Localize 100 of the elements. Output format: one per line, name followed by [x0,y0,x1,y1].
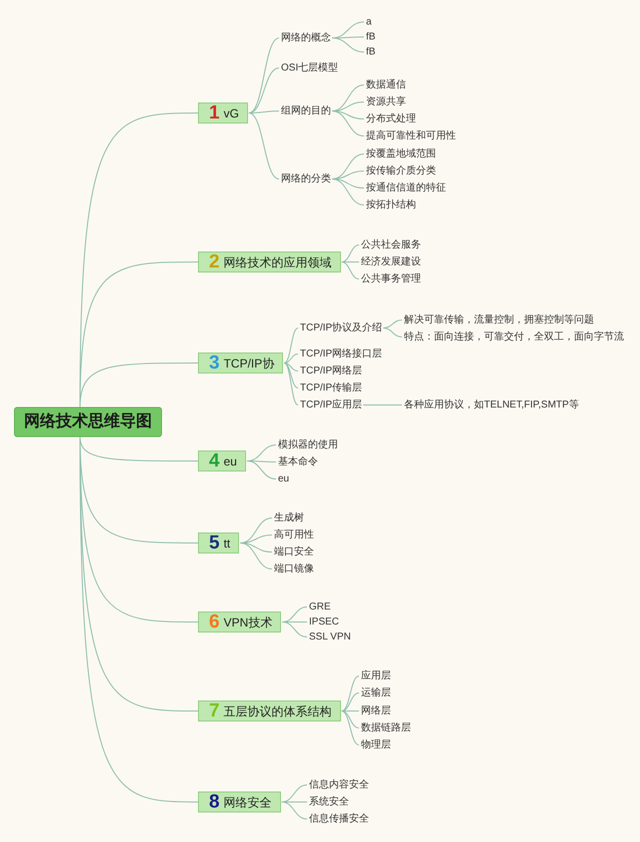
connector-line [341,710,360,712]
subtopic-text: 按拓扑结构 [366,198,416,212]
connector-line [248,110,280,114]
topic-box [198,700,341,722]
subtopic-text: fB [366,46,376,58]
subtopic-text: 运输层 [361,686,391,700]
topic-number: 2 [209,252,220,272]
connector-line [240,542,272,570]
connector-line [284,354,298,364]
subtopic-text: 基本命令 [278,456,318,468]
subtopic-text: 网络的概念 [281,32,331,44]
subtopic-text: 资源共享 [366,96,406,108]
topic-number: 3 [209,354,220,372]
connector-line [341,262,360,280]
topic-label: 五层协议的体系结构 [224,703,332,720]
subtopic-text: eu [278,472,290,486]
subtopic-text: 模拟器的使用 [278,438,338,452]
subtopic-text: a [366,16,372,28]
connector-line [341,244,360,262]
topic-number: 6 [209,612,220,632]
connector-line [332,110,364,120]
connector-line [248,68,280,114]
subtopic-text: 按覆盖地域范围 [366,148,436,160]
connector-line [284,362,298,372]
connector-line [246,460,276,480]
subtopic-text: SSL VPN [309,630,351,644]
topic-box [198,252,341,272]
connector-line [281,802,308,820]
subtopic-text: GRE [309,600,331,614]
subtopic-text: 系统安全 [309,796,349,808]
subtopic-text: 生成树 [274,512,304,524]
topic-label: VPN技术 [224,614,272,631]
subtopic-text: fB [366,30,376,44]
connector-line [284,362,298,406]
subtopic-text: OSI七层模型 [281,62,338,74]
topic-number: 4 [209,452,220,470]
subtopic-text: 各种应用协议，如TELNET,FIP,SMTP等 [404,398,579,412]
subtopic-text: TCP/IP网络层 [300,364,362,378]
subtopic-text: 公共事务管理 [361,272,421,286]
subtopic-text: 按传输介质分类 [366,164,436,178]
subtopic-text: TCP/IP协议及介绍 [300,322,382,334]
subtopic-text: 组网的目的 [281,104,331,118]
topic-number: 5 [209,534,220,552]
subtopic-text: 应用层 [361,670,391,682]
connector-line [382,320,402,328]
subtopic-text: 特点：面向连接，可靠交付，全双工，面向字节流 [404,330,624,344]
topic-label: tt [224,535,230,552]
connector-line [80,362,198,408]
connector-line [284,362,298,388]
connector-line [282,622,308,638]
subtopic-text: 信息内容安全 [309,778,369,792]
subtopic-text: 数据链路层 [361,722,411,734]
topic-number: 1 [209,104,220,122]
topic-label: 网络技术的应用领域 [224,254,332,271]
topic-box [198,792,281,812]
topic-box [198,532,240,554]
subtopic-text: 高可用性 [274,528,314,542]
subtopic-text: 网络的分类 [281,172,331,186]
subtopic-text: 数据通信 [366,78,406,92]
topic-label: eu [224,453,237,470]
connector-line [382,328,402,338]
subtopic-text: TCP/IP网络接口层 [300,348,382,360]
connector-line [240,518,272,544]
connector-line [362,404,402,406]
subtopic-text: 解决可靠传输，流量控制，拥塞控制等问题 [404,314,594,326]
connector-line [284,328,298,364]
connector-line [282,606,308,622]
topic-box [198,352,284,374]
root-topic-box: 网络技术思维导图 [14,407,162,437]
topic-label: 网络安全 [224,794,272,811]
topic-number: 8 [209,792,220,812]
connector-line [332,154,364,180]
connector-line [341,710,360,746]
connector-line [332,38,364,52]
connector-line [248,112,280,180]
connector-line [332,110,364,136]
subtopic-text: 端口安全 [274,546,314,558]
subtopic-text: 提高可靠性和可用性 [366,130,456,142]
topic-label: vG [224,105,239,122]
subtopic-text: 分布式处理 [366,112,416,126]
connector-line [281,784,308,802]
connector-line [248,38,280,114]
subtopic-text: 按通信信道的特征 [366,182,446,194]
connector-line [341,676,360,712]
subtopic-text: IPSEC [309,616,340,628]
connector-line [332,178,364,206]
connector-line [332,178,364,188]
subtopic-text: 物理层 [361,738,391,752]
subtopic-text: TCP/IP应用层 [300,398,362,412]
subtopic-text: 信息传播安全 [309,812,369,826]
subtopic-text: TCP/IP传输层 [300,382,362,394]
connector-line [332,84,364,112]
topic-label: TCP/IP协 [224,355,274,372]
topic-number: 7 [209,702,220,720]
topic-box [198,102,248,124]
topic-box [198,450,246,472]
subtopic-text: 端口镜像 [274,562,314,576]
topic-box [198,612,282,632]
subtopic-text: 经济发展建设 [361,256,421,268]
connector-line [341,710,360,728]
